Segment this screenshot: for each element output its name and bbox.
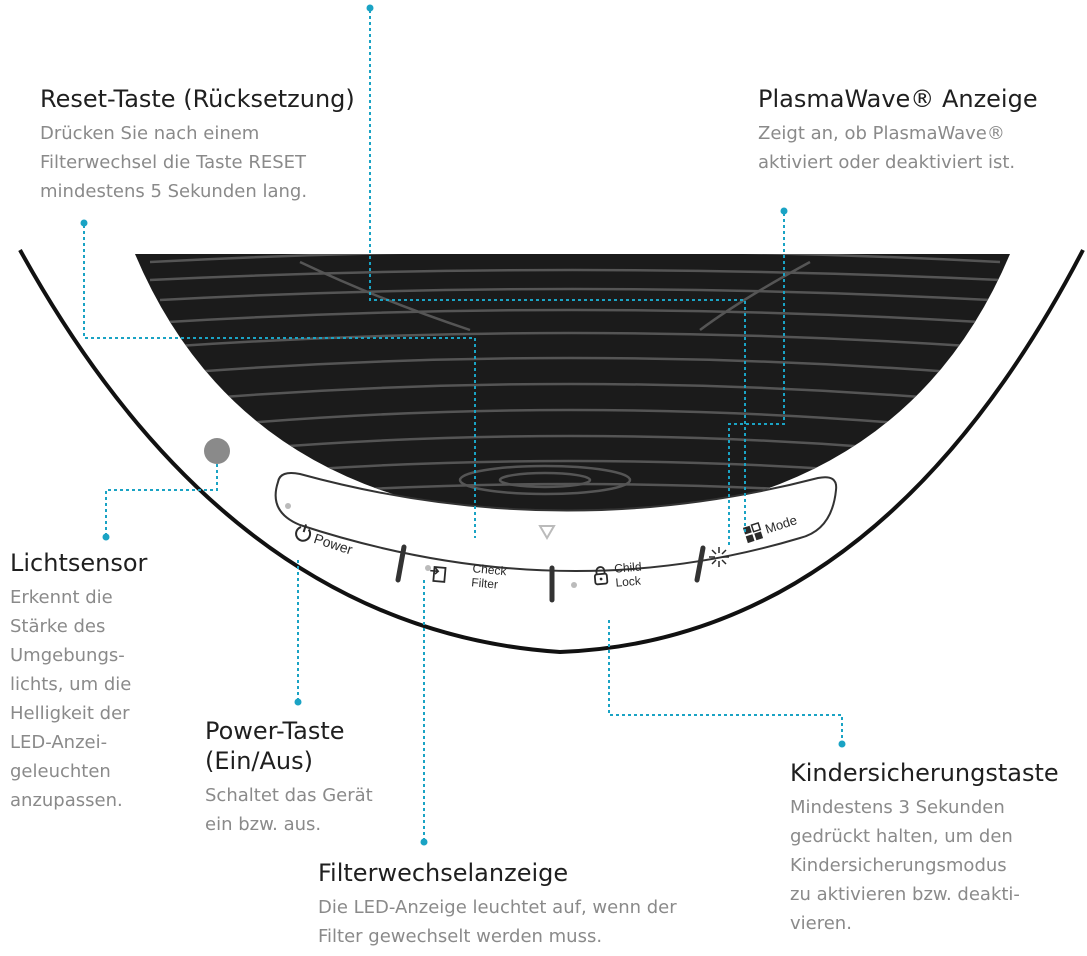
light-sensor: [204, 438, 230, 464]
leader-plasmawave: [728, 213, 785, 545]
power-title: Power-Taste (Ein/Aus): [205, 717, 345, 775]
leader-child-lock: [608, 620, 843, 742]
filter-led: [425, 565, 431, 571]
plasmawave-icon: [709, 547, 729, 567]
mode-icon: [742, 521, 764, 544]
check-filter-button[interactable]: Check Filter: [429, 558, 508, 593]
callout-plasmawave: PlasmaWave® Anzeige Zeigt an, ob PlasmaW…: [758, 84, 1068, 177]
filter-description: Die LED-Anzeige leuchtet auf, wenn der F…: [318, 897, 677, 947]
leader-top: [369, 10, 746, 532]
filter-title: Filterwechselanzeige: [318, 859, 569, 887]
child-lock-button[interactable]: Child Lock: [593, 559, 644, 591]
device-body-rim: [18, 249, 1085, 655]
callout-child-lock: Kindersicherungstaste Mindestens 3 Sekun…: [790, 758, 1075, 938]
control-panel: [274, 472, 838, 572]
lock-label: Lock: [615, 573, 642, 589]
child-lock-title: Kindersicherungstaste: [790, 759, 1059, 787]
callout-filter: Filterwechselanzeige Die LED-Anzeige leu…: [318, 858, 778, 951]
panel-divider: [694, 545, 706, 583]
power-description: Schaltet das Gerät ein bzw. aus.: [205, 785, 373, 835]
filter-label: Filter: [471, 575, 499, 591]
child-label: Child: [614, 559, 642, 575]
child-lock-description: Mindestens 3 Sekunden gedrückt halten, u…: [790, 797, 1020, 934]
child-lock-led: [571, 582, 577, 588]
callout-power: Power-Taste (Ein/Aus) Schaltet das Gerät…: [205, 716, 435, 839]
grille-lines: [149, 254, 1001, 496]
triangle-down-icon: [538, 525, 556, 540]
panel-divider: [395, 544, 407, 583]
leader-dots: [80, 4, 846, 846]
reset-title: Reset-Taste (Rücksetzung): [40, 85, 355, 113]
light-sensor-description: Erkennt die Stärke des Umgebungs- lichts…: [10, 587, 132, 811]
power-led: [285, 503, 291, 509]
power-icon: [295, 524, 312, 542]
grille-area: [135, 254, 1010, 522]
check-label: Check: [472, 561, 508, 578]
leader-reset: [83, 225, 476, 538]
reset-description: Drücken Sie nach einem Filterwechsel die…: [40, 123, 308, 202]
plasmawave-description: Zeigt an, ob PlasmaWave® aktiviert oder …: [758, 123, 1016, 173]
lock-icon: [593, 566, 609, 586]
callout-reset: Reset-Taste (Rücksetzung) Drücken Sie na…: [40, 84, 380, 206]
leader-lines: [83, 10, 843, 840]
filter-icon: [430, 566, 447, 583]
leader-light-sensor: [105, 464, 218, 535]
light-sensor-title: Lichtsensor: [10, 549, 148, 577]
callout-light-sensor: Lichtsensor Erkennt die Stärke des Umgeb…: [10, 548, 170, 815]
plasmawave-title: PlasmaWave® Anzeige: [758, 85, 1038, 113]
